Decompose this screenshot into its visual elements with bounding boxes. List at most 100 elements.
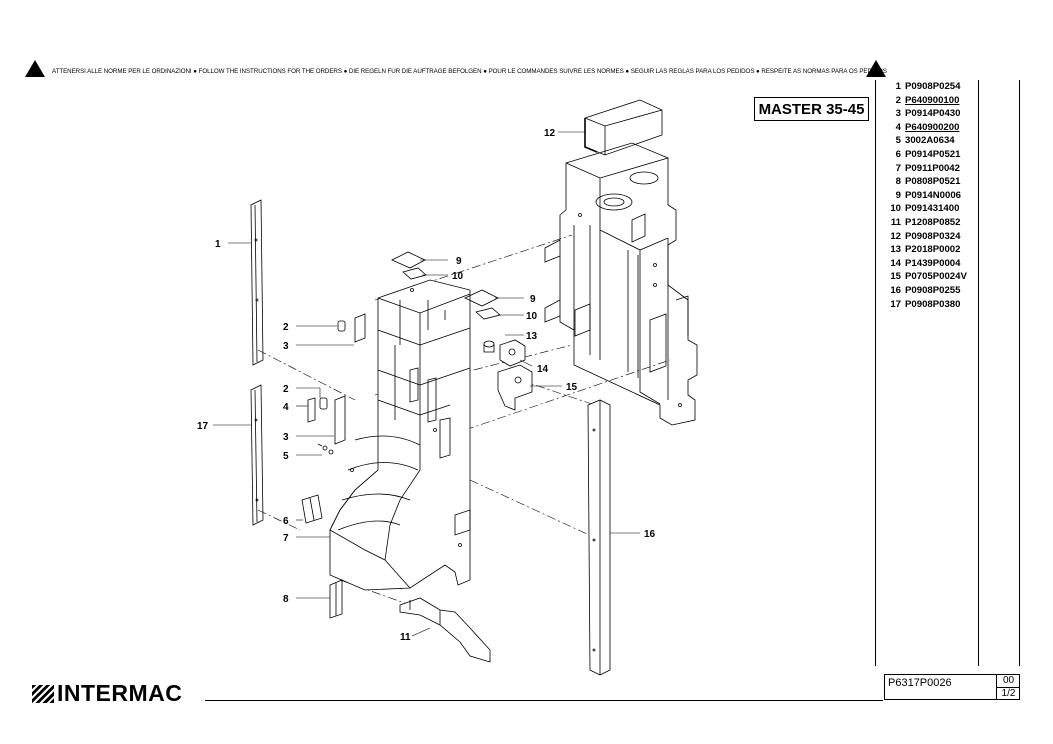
brand-stripes-icon — [32, 684, 54, 703]
part-number: 13 — [890, 244, 901, 256]
callout-8: 8 — [283, 594, 289, 605]
revision-number: 00 — [997, 675, 1020, 688]
parts-list-item: 4 P640900200 — [876, 122, 967, 136]
callout-labels: 1 2 3 2 4 3 5 6 7 8 9 10 9 10 11 12 13 1… — [197, 128, 656, 643]
part-column-assembly — [544, 142, 698, 426]
parts-list-item: 15 P0705P0024V — [876, 271, 967, 285]
part-2-block-lower — [319, 397, 328, 410]
part-11-bracket — [399, 597, 491, 663]
callout-2b: 2 — [283, 384, 289, 395]
part-4-plate — [307, 397, 316, 423]
part-number: 14 — [890, 257, 901, 269]
callout-3b: 3 — [283, 432, 289, 443]
part-15-mount — [497, 364, 533, 411]
part-code: P1439P0004 — [905, 257, 961, 269]
part-3-pad-top — [354, 313, 366, 343]
callout-7: 7 — [283, 533, 289, 544]
part-code: P640900200 — [905, 121, 960, 133]
part-code: P2018P0002 — [905, 244, 961, 256]
part-number: 11 — [890, 216, 901, 228]
callout-3: 3 — [283, 341, 289, 352]
part-code: P640900100 — [905, 94, 960, 106]
title-block: P6317P0026 00 1/2 — [884, 674, 1020, 700]
part-code: P0908P0324 — [905, 230, 961, 242]
parts-list-item: 3 P0914P0430 — [876, 108, 967, 122]
part-10-tab-top — [402, 267, 427, 280]
part-5-screws — [317, 443, 334, 455]
part-code: P0914P0430 — [905, 108, 961, 120]
callout-5: 5 — [283, 451, 289, 462]
part-7-main-frame — [329, 279, 471, 591]
assembly-lines — [257, 234, 671, 606]
callout-10: 10 — [452, 271, 464, 282]
part-number: 3 — [895, 108, 901, 120]
callout-15: 15 — [566, 382, 578, 393]
parts-list-item: 8 P0808P0521 — [876, 176, 967, 190]
warning-icon-right — [866, 60, 886, 77]
part-number: 8 — [895, 176, 901, 188]
callout-9b: 9 — [530, 294, 536, 305]
part-code: P0808P0521 — [905, 176, 961, 188]
part-code: P0705P0024V — [905, 271, 967, 283]
part-number: 15 — [890, 271, 901, 283]
part-3-pad-lower — [334, 395, 346, 445]
parts-list-item: 14 P1439P0004 — [876, 258, 967, 272]
part-16-profile — [587, 399, 611, 676]
leader-lines — [213, 131, 640, 637]
part-number: 16 — [890, 284, 901, 296]
part-code: P0908P0254 — [905, 81, 961, 92]
parts-list-item: 1 P0908P0254 — [876, 81, 967, 95]
model-title: MASTER 35-45 — [754, 97, 869, 121]
callout-12: 12 — [544, 128, 556, 139]
part-code: P0914N0006 — [905, 189, 962, 201]
part-2-block-top — [337, 320, 346, 332]
parts-list: 1 P0908P0254 2 P640900100 3 P0914P0430 4 P64090… — [876, 81, 967, 312]
part-number: 6 — [895, 148, 901, 160]
part-13-knob — [483, 340, 495, 353]
parts-list-item: 13 P2018P0002 — [876, 244, 967, 258]
parts-list-panel: 1 P0908P0254 2 P640900100 3 P0914P0430 4 P64090… — [875, 80, 1020, 666]
part-1-strip — [250, 199, 264, 366]
callout-17: 17 — [197, 421, 209, 432]
drawing-code: P6317P0026 — [888, 677, 952, 689]
callout-1: 1 — [215, 239, 221, 250]
order-notice: ATTENERSI ALLE NORME PER LE ORDINAZIONI … — [52, 68, 887, 75]
sheet-number: 1/2 — [1001, 688, 1016, 699]
callout-9: 9 — [456, 256, 462, 267]
parts-list-item: 16 P0908P0255 — [876, 285, 967, 299]
exploded-view-diagram: 1 2 3 2 4 3 5 6 7 8 9 10 9 10 11 12 13 1… — [197, 99, 698, 676]
part-17-strip — [250, 384, 264, 526]
bottom-rule — [205, 700, 883, 701]
part-6-bumper — [301, 494, 323, 524]
part-14-block — [499, 339, 526, 367]
callout-4: 4 — [283, 402, 289, 413]
parts-list-item: 5 3002A0634 — [876, 135, 967, 149]
part-number: 4 — [895, 121, 901, 133]
parts-list-item: 2 P640900100 — [876, 95, 967, 109]
callout-16: 16 — [644, 529, 656, 540]
part-code: P0908P0380 — [905, 298, 961, 310]
part-number: 2 — [895, 94, 901, 106]
brand-name: INTERMAC — [57, 680, 183, 706]
part-number: 10 — [890, 203, 901, 215]
part-code: 3002A0634 — [905, 135, 955, 147]
part-code: P0908P0255 — [905, 284, 961, 296]
part-8-plate — [329, 579, 343, 619]
part-number: 5 — [895, 135, 901, 147]
part-12-cover — [584, 99, 663, 156]
part-number: 17 — [890, 298, 901, 310]
part-code: P0911P0042 — [905, 162, 960, 174]
part-10-tab-lower — [475, 307, 501, 320]
parts-column-divider — [978, 80, 979, 666]
part-code: P0914P0521 — [905, 148, 961, 160]
part-code: P1208P0852 — [905, 216, 961, 228]
part-number: 9 — [895, 189, 901, 201]
callout-2: 2 — [283, 322, 289, 333]
part-number: 12 — [890, 230, 901, 242]
part-number: 1 — [895, 81, 901, 92]
parts-list-item: 11 P1208P0852 — [876, 217, 967, 231]
warning-icon-left — [25, 60, 45, 77]
parts-list-item: 17 P0908P0380 — [876, 299, 967, 313]
parts-list-item: 12 P0908P0324 — [876, 231, 967, 245]
